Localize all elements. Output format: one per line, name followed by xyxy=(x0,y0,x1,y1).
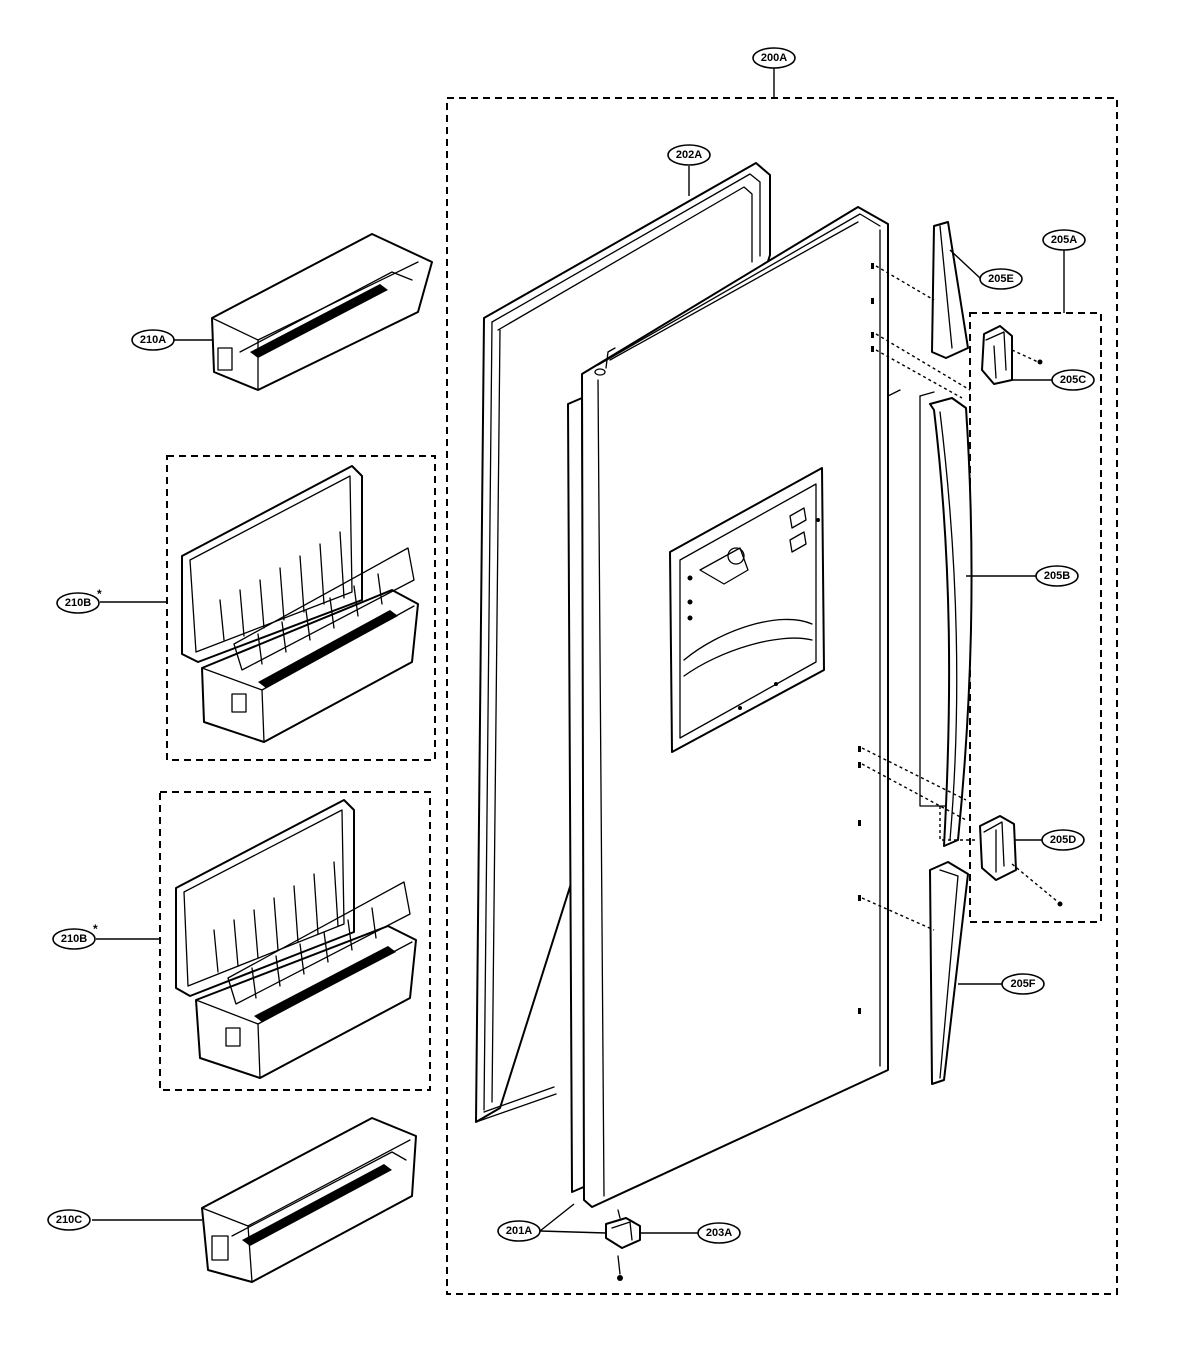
svg-text:210A: 210A xyxy=(140,334,166,346)
lower-handle-bracket xyxy=(979,815,1063,907)
callout-210B-lower: 210B xyxy=(52,928,96,950)
svg-text:202A: 202A xyxy=(676,149,702,161)
callout-210B-upper: 210B xyxy=(56,592,100,614)
callout-205E: 205E xyxy=(979,268,1023,290)
callout-leaders xyxy=(92,68,1065,1234)
svg-text:205E: 205E xyxy=(988,273,1014,285)
wire-basket-lower xyxy=(175,799,417,1079)
svg-text:205B: 205B xyxy=(1044,570,1070,582)
svg-text:205A: 205A xyxy=(1051,234,1077,246)
callout-210C: 210C xyxy=(47,1209,91,1231)
upper-handle-bracket xyxy=(981,325,1043,385)
refrigerator-door xyxy=(567,206,901,1208)
wire-basket-upper xyxy=(181,465,419,743)
svg-text:205F: 205F xyxy=(1010,978,1035,990)
door-bin-top xyxy=(211,233,433,391)
callout-205B: 205B xyxy=(1035,565,1079,587)
basket-box-lower xyxy=(159,791,431,1091)
callout-205A: 205A xyxy=(1042,229,1086,251)
svg-text:205D: 205D xyxy=(1050,834,1076,846)
assembly-leader-lines xyxy=(861,265,1059,931)
asterisk-upper: * xyxy=(97,587,102,601)
svg-text:200A: 200A xyxy=(761,52,787,64)
handle-bottom-cap xyxy=(929,861,969,1085)
handle-top-cap xyxy=(931,221,969,359)
svg-text:210B: 210B xyxy=(61,933,87,945)
callout-202A: 202A xyxy=(667,144,711,166)
door-bin-bottom xyxy=(201,1117,417,1283)
callout-205C: 205C xyxy=(1051,369,1095,391)
asterisk-lower: * xyxy=(93,922,98,936)
callout-210A: 210A xyxy=(131,329,175,351)
callout-205F: 205F xyxy=(1001,973,1045,995)
svg-text:203A: 203A xyxy=(706,1227,732,1239)
door-assembly-box xyxy=(446,97,1118,1295)
svg-text:201A: 201A xyxy=(506,1225,532,1237)
basket-box-upper xyxy=(166,455,436,761)
door-handle xyxy=(919,391,973,847)
svg-text:210B: 210B xyxy=(65,597,91,609)
callout-200A: 200A xyxy=(752,47,796,69)
callout-201A: 201A xyxy=(497,1220,541,1242)
handle-assembly-box xyxy=(969,312,1102,923)
callout-203A: 203A xyxy=(697,1222,741,1244)
door-hinge xyxy=(605,1209,641,1281)
svg-text:210C: 210C xyxy=(56,1214,82,1226)
callout-205D: 205D xyxy=(1041,829,1085,851)
svg-text:205C: 205C xyxy=(1060,374,1086,386)
